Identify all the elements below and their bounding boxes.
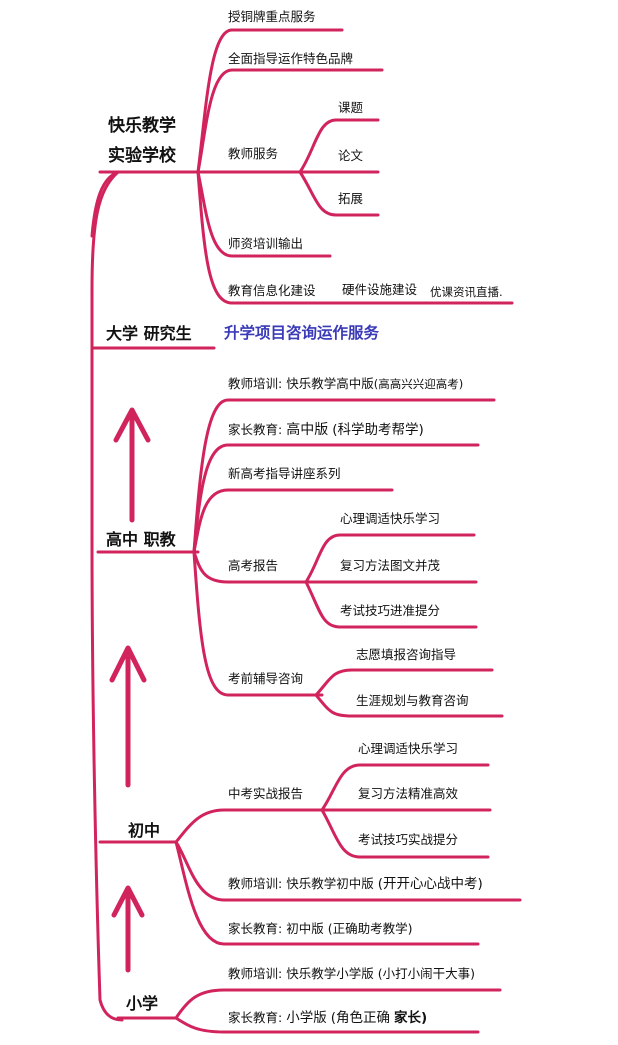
ps-teacher-training-prefix: 教师培训:	[228, 966, 283, 981]
hs-report-item-1: 心理调适快乐学习	[340, 511, 441, 526]
primary-school-label: 小学	[126, 994, 159, 1013]
ms-report-item-3: 考试技巧实战提分	[358, 832, 459, 847]
middle-school-label: 初中	[128, 821, 161, 840]
school-name-line1: 快乐教学	[108, 116, 176, 136]
ms-teacher-training-prefix: 教师培训:	[228, 876, 283, 891]
ps-teacher-training-paren: (小打小闹干大事)	[377, 966, 475, 981]
ps-parent-edu-prefix: 家长教育:	[228, 1010, 283, 1025]
node-info-build: 教育信息化建设	[228, 283, 316, 298]
hs-teacher-training-paren: (高高兴兴迎高考)	[373, 377, 464, 391]
arrow-up-icon	[113, 407, 151, 523]
node-hardware: 硬件设施建设	[342, 282, 418, 297]
ms-teacher-training: 教师培训: 快乐教学初中版 (开开心心战中考)	[228, 876, 483, 892]
connector-school	[90, 170, 120, 238]
hs-gaokao-report: 高考报告	[228, 558, 279, 573]
hs-parent-edu-paren: (科学助考帮学)	[332, 422, 424, 438]
ms-zhongkao-report: 中考实战报告	[228, 786, 304, 801]
node-teacher-service: 教师服务	[228, 146, 279, 161]
ms-teacher-training-paren: (开开心心战中考)	[377, 876, 483, 892]
hs-report-item-2: 复习方法图文并茂	[340, 558, 441, 573]
school-name-line2: 实验学校	[108, 146, 176, 166]
ms-teacher-training-text: 快乐教学初中版	[286, 876, 374, 891]
ms-report-item-1: 心理调适快乐学习	[358, 741, 459, 756]
university-label: 大学 研究生	[106, 324, 192, 343]
ms-parent-edu: 家长教育: 初中版 (正确助考教学)	[228, 921, 413, 936]
ms-parent-edu-text: 初中版	[286, 921, 324, 936]
ps-parent-edu-paren: (角色正确	[330, 1010, 390, 1026]
ps-parent-edu-bold-end: 家长)	[393, 1010, 428, 1026]
node-paper: 论文	[338, 148, 364, 163]
hs-report-item-3: 考试技巧进准提分	[340, 603, 441, 618]
hs-parent-edu-text: 高中版	[286, 422, 329, 438]
hs-parent-edu-prefix: 家长教育:	[228, 422, 283, 437]
node-bronze-service: 授铜牌重点服务	[228, 9, 316, 24]
node-live: 优课资讯直播.	[430, 285, 503, 299]
hs-pre-item-1: 志愿填报咨询指导	[356, 647, 457, 662]
ps-parent-edu-text: 小学版	[286, 1010, 327, 1026]
hs-pre-exam: 考前辅导咨询	[228, 671, 304, 686]
hs-teacher-training: 教师培训: 快乐教学高中版(高高兴兴迎高考)	[228, 376, 464, 391]
ps-parent-edu: 家长教育: 小学版 (角色正确 家长)	[228, 1010, 428, 1026]
main-trunk	[90, 170, 124, 1022]
node-topic: 课题	[338, 100, 364, 115]
hs-pre-item-2: 生涯规划与教育咨询	[356, 693, 469, 708]
university-service: 升学项目咨询运作服务	[224, 324, 380, 342]
arrow-up-icon	[111, 885, 145, 973]
hs-teacher-training-prefix: 教师培训:	[228, 376, 283, 391]
hs-parent-edu: 家长教育: 高中版 (科学助考帮学)	[228, 423, 424, 438]
ps-teacher-training-text: 快乐教学小学版	[286, 966, 374, 981]
ms-parent-edu-paren: (正确助考教学)	[327, 921, 413, 936]
hs-lecture: 新高考指导讲座系列	[228, 466, 341, 481]
ms-parent-edu-prefix: 家长教育:	[228, 921, 283, 936]
hs-teacher-training-text: 快乐教学高中版	[286, 376, 374, 391]
node-training-output: 师资培训输出	[228, 236, 304, 251]
arrow-up-icon	[109, 645, 147, 788]
node-extension: 拓展	[338, 191, 364, 206]
node-brand: 全面指导运作特色品牌	[228, 51, 354, 66]
high-school-label: 高中 职教	[106, 530, 176, 549]
ms-report-item-2: 复习方法精准高效	[358, 786, 459, 801]
ps-teacher-training: 教师培训: 快乐教学小学版 (小打小闹干大事)	[228, 966, 475, 981]
